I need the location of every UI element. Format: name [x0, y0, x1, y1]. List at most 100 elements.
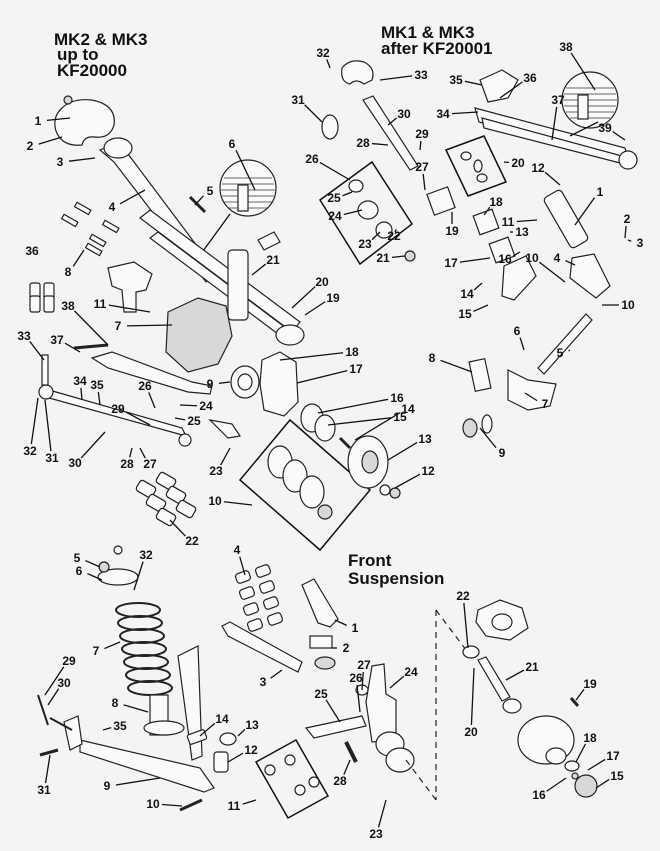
part-number-label: 24: [404, 665, 418, 679]
part-number-label: 5: [207, 184, 214, 198]
part-number-label: 24: [199, 399, 213, 413]
nut-part: [317, 504, 333, 520]
part-number-label: 30: [68, 456, 82, 470]
bush-part: [460, 151, 472, 161]
front-drawing: [37, 545, 598, 820]
bearing-inner: [237, 373, 253, 391]
part-number-label: 28: [120, 457, 134, 471]
part-number-label: 26: [349, 671, 363, 685]
part-number-label: 3: [260, 675, 267, 689]
leader-line: [512, 251, 521, 257]
hub-center: [361, 450, 379, 474]
leader-line: [473, 304, 489, 313]
leader-line: [317, 398, 389, 414]
part-number-label: 26: [305, 152, 319, 166]
part-number-label: 19: [326, 291, 340, 305]
heading-line: Front: [348, 551, 392, 570]
part-number-label: 17: [606, 749, 620, 763]
gasket-part: [357, 200, 379, 220]
part-number-label: 21: [266, 253, 280, 267]
balljoint-boot-part: [314, 656, 336, 670]
nut-part: [462, 418, 478, 438]
stud-part: [338, 436, 352, 450]
leader-line: [389, 675, 405, 689]
leader-line: [343, 209, 363, 216]
part-number-label: 15: [458, 307, 472, 321]
leader-line: [595, 778, 610, 789]
upper-arm-part: [221, 621, 303, 673]
leader-line: [627, 239, 632, 242]
leader-line: [179, 404, 198, 407]
part-number-label: 9: [207, 377, 214, 391]
leader-line: [483, 206, 491, 216]
leader-line: [371, 231, 381, 241]
heading-front: Front Suspension: [348, 551, 444, 588]
part-number-label: 1: [35, 114, 42, 128]
washer-part: [113, 545, 123, 555]
part-number-label: 4: [109, 200, 116, 214]
detail-bracket: [237, 184, 249, 212]
trunnion-part: [213, 751, 229, 773]
leader-line: [291, 286, 316, 309]
part-number-label: 6: [229, 137, 236, 151]
leader-line: [377, 799, 387, 828]
part-number-label: 6: [76, 564, 83, 578]
spring-seat-part: [143, 720, 185, 736]
heading-line: MK1 & MK3: [381, 23, 475, 42]
part-number-label: 7: [93, 644, 100, 658]
part-number-label: 22: [456, 589, 470, 603]
bearing-part: [299, 475, 325, 509]
part-number-label: 29: [415, 127, 429, 141]
part-number-label: 11: [94, 297, 107, 311]
part-number-label: 21: [376, 251, 390, 265]
leader-line: [440, 359, 473, 373]
part-number-label: 16: [498, 252, 512, 266]
part-number-label: 3: [57, 155, 64, 169]
part-number-label: 10: [525, 251, 539, 265]
leader-line: [242, 799, 257, 805]
part-number-label: 18: [345, 345, 359, 359]
leader-line: [44, 666, 65, 696]
part-number-label: 27: [357, 658, 371, 672]
nut-part: [63, 95, 73, 105]
leader-line: [394, 228, 397, 233]
rod-part: [49, 717, 73, 731]
flange-part: [54, 99, 115, 146]
part-number-label: 36: [523, 71, 537, 85]
washer-part: [379, 484, 391, 496]
leader-line: [44, 754, 51, 784]
part-number-label: 12: [531, 161, 545, 175]
bush-kit-box: [444, 135, 508, 197]
leader-line: [237, 728, 246, 737]
part-number-label: 13: [245, 718, 259, 732]
leader-line: [422, 173, 426, 191]
rear-left-drawing: [29, 95, 401, 552]
leader-line: [139, 447, 146, 459]
part-number-label: 2: [343, 641, 350, 655]
leader-line: [343, 759, 351, 775]
leader-line: [463, 602, 469, 649]
leader-line: [538, 261, 566, 283]
balljoint-part: [309, 635, 333, 649]
part-number-label: 22: [185, 534, 199, 548]
part-number-label: 39: [598, 121, 612, 135]
rod-part: [37, 694, 49, 726]
part-number-label: 10: [208, 494, 222, 508]
part-number-label: 33: [414, 68, 428, 82]
part-number-label: 35: [90, 378, 104, 392]
part-number-label: 35: [449, 73, 463, 87]
steering-lever-part: [304, 715, 367, 739]
part-number-label: 25: [187, 414, 201, 428]
part-number-label: 31: [37, 783, 51, 797]
part-number-label: 26: [138, 379, 152, 393]
part-number-label: 5: [74, 551, 81, 565]
leader-line: [459, 257, 491, 263]
kit-item: [308, 776, 320, 788]
heading-line: KF20000: [57, 61, 127, 80]
part-number-label: 14: [401, 402, 415, 416]
part-number-label: 20: [511, 156, 525, 170]
leader-line: [551, 106, 558, 141]
seal-part: [348, 179, 364, 193]
leader-line: [575, 743, 587, 763]
leader-line: [80, 431, 106, 459]
